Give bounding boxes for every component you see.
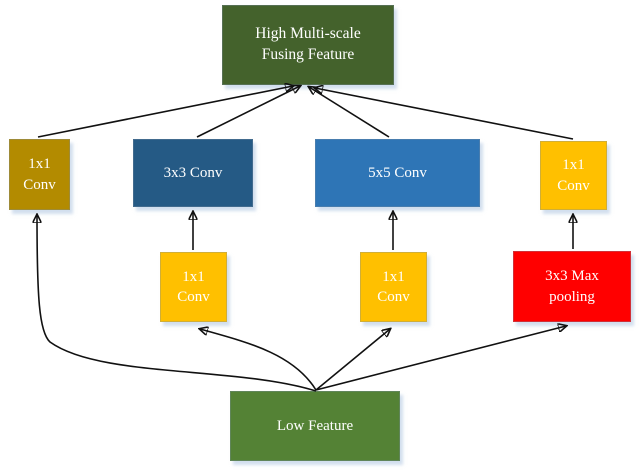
node-label-conv1x1-mid-left: 1x1 Conv — [177, 268, 210, 305]
node-label-fusing: High Multi-scale Fusing Feature — [255, 25, 361, 63]
arrow-low-to-conv1x1-mid-left — [200, 329, 317, 391]
node-maxpool: 3x3 Max pooling — [513, 251, 631, 322]
node-low-feature: Low Feature — [230, 391, 400, 461]
node-label-conv1x1-mid-right: 1x1 Conv — [377, 268, 410, 305]
node-conv1x1-right: 1x1 Conv — [540, 141, 607, 210]
node-conv1x1-mid-right: 1x1 Conv — [360, 252, 427, 322]
arrow-low-to-maxpool — [315, 326, 566, 391]
node-label-maxpool: 3x3 Max pooling — [545, 268, 599, 305]
arrow-conv3x3-to-fusing — [196, 86, 300, 138]
arrow-low-to-conv1x1-mid-right — [315, 329, 390, 391]
arrow-conv5x5-to-fusing — [309, 87, 390, 138]
node-label-low-feature: Low Feature — [276, 417, 354, 434]
arrow-conv1x1-right-to-fusing — [315, 88, 574, 140]
node-label-conv3x3: 3x3 Conv — [163, 164, 223, 181]
arrow-conv1x1-left-to-fusing — [37, 86, 293, 138]
node-conv1x1-mid-left: 1x1 Conv — [160, 252, 227, 322]
node-conv5x5: 5x5 Conv — [315, 139, 480, 207]
node-high-multiscale-fusing-feature: High Multi-scale Fusing Feature — [222, 5, 394, 85]
node-conv1x1-left: 1x1 Conv — [9, 139, 70, 210]
node-conv3x3: 3x3 Conv — [133, 139, 253, 207]
node-label-conv5x5: 5x5 Conv — [368, 164, 427, 181]
node-label-conv1x1-right: 1x1 Conv — [557, 157, 590, 194]
node-label-conv1x1-left: 1x1 Conv — [23, 156, 56, 193]
